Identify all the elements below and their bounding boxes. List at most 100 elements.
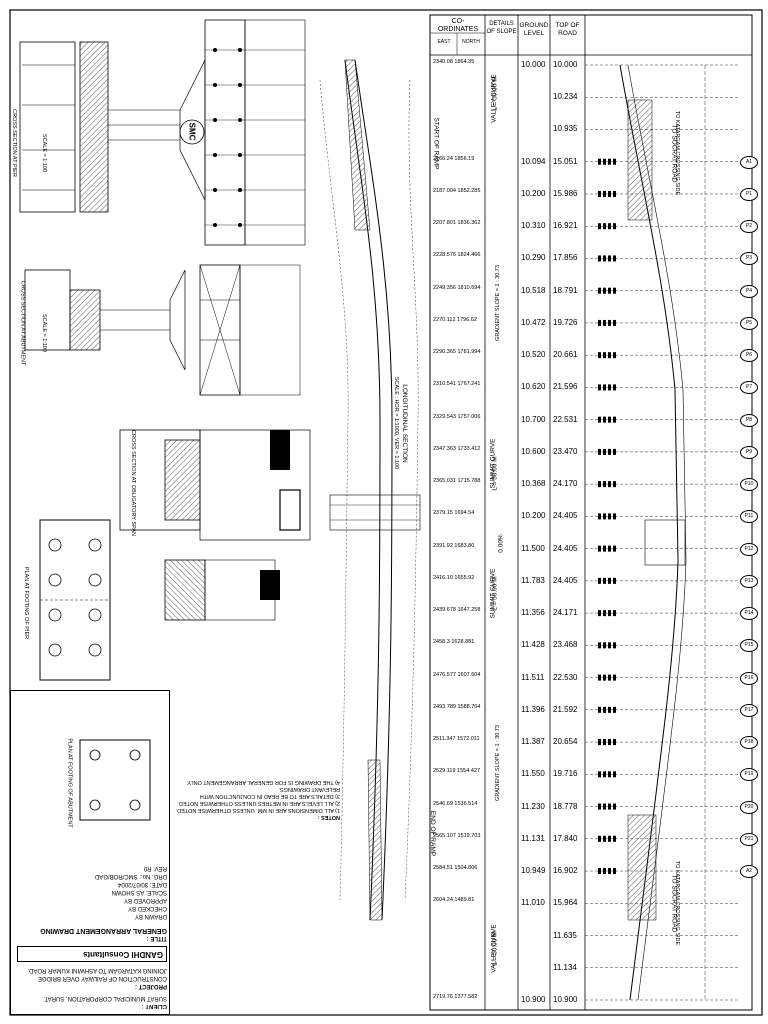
notes-block: NOTES : 1) ALL DIMENSIONS ARE IN MM. UNL…	[170, 690, 340, 820]
pile-symbol	[613, 545, 616, 552]
detail-plan-footing-pier: PLAN AT FOOTING OF PIER	[23, 566, 30, 640]
coordinate-cell: 2458.3 1628.881	[433, 639, 475, 646]
note-1: 1) ALL DIMENSIONS ARE IN MM. UNLESS OTHE…	[175, 807, 340, 813]
pile-symbol	[598, 223, 601, 230]
profile-note-bottom-2: TO KATARGAM CROSSING SIDE	[674, 860, 681, 946]
pile-symbol	[598, 513, 601, 520]
pier-marker: A1	[740, 155, 758, 169]
pile-symbol	[613, 577, 616, 584]
pile-symbol	[603, 610, 606, 617]
pile-symbol	[598, 577, 601, 584]
coordinate-cell: 2329.543 1757.006	[433, 413, 481, 420]
note-3: 3) DETAILS ARE TO BE READ IN CONJUNCTION…	[199, 786, 340, 799]
pier-marker: P10	[740, 478, 758, 492]
pile-symbol	[608, 610, 611, 617]
pile-symbol	[613, 319, 616, 326]
pile-symbol	[603, 448, 606, 455]
ground-level-cell: 11.783	[521, 575, 545, 585]
pile-symbol	[598, 674, 601, 681]
ground-level-cell: 10.094	[521, 156, 546, 166]
coordinate-cell: 2391.92 1683.80	[433, 542, 475, 549]
client-label: CLIENT :	[141, 1003, 167, 1009]
pier-marker: P13	[740, 574, 758, 588]
pile-symbol	[613, 803, 616, 810]
pile-symbol	[613, 835, 616, 842]
pile-symbol	[608, 158, 611, 165]
pier-marker: P14	[740, 607, 758, 621]
pile-symbol	[603, 319, 606, 326]
pier-marker: P2	[740, 220, 758, 234]
ground-level-cell: 11.396	[521, 704, 545, 714]
ground-level-cell: 10.000	[521, 60, 546, 69]
pile-symbol	[613, 739, 616, 746]
date-label: DATE	[151, 881, 167, 887]
pile-symbol	[603, 255, 606, 262]
road-level-cell: 18.778	[553, 801, 578, 811]
ground-level-cell: 11.500	[521, 543, 545, 553]
ground-level-cell: 10.200	[521, 511, 546, 521]
slope-length-4: L = 50.00 M	[491, 931, 499, 966]
pile-symbol	[598, 706, 601, 713]
header-coordinates: CO-ORDINATES	[437, 18, 479, 33]
road-level-cell: 15.964	[553, 898, 578, 908]
pier-marker: P1	[740, 187, 758, 201]
header-top-of-road: TOP OF ROAD	[555, 22, 580, 37]
road-level-cell: 10.900	[553, 995, 578, 1004]
pile-symbol	[613, 771, 616, 778]
pier-marker: P5	[740, 316, 758, 330]
ground-level-cell: 11.428	[521, 640, 545, 650]
pile-symbol	[598, 803, 601, 810]
pile-symbol	[608, 739, 611, 746]
pier-marker: P20	[740, 800, 758, 814]
title-block: CLIENT : SURAT MUNICIPAL CORPORATION, SU…	[10, 690, 170, 1015]
pile-symbol	[613, 158, 616, 165]
slope-length-1: L = 50.00 M	[491, 76, 499, 111]
pile-symbol	[603, 835, 606, 842]
pier-marker: P12	[740, 542, 758, 556]
pile-symbol	[598, 352, 601, 359]
road-level-cell: 20.661	[553, 350, 578, 360]
pile-symbol	[613, 352, 616, 359]
pier-marker: P16	[740, 671, 758, 685]
road-level-cell: 24.170	[553, 479, 578, 489]
approved-label: APPROVED BY	[123, 897, 167, 903]
pile-symbol	[613, 610, 616, 617]
drawn-label: DRAWN BY	[134, 913, 167, 919]
elevation-profile	[619, 64, 706, 1001]
pile-symbol	[598, 835, 601, 842]
pile-symbol	[608, 223, 611, 230]
note-4: 4) THE DRAWING IS FOR GENERAL ARRANGEMEN…	[186, 779, 340, 785]
slope-flat: 0.00%	[497, 534, 505, 553]
pile-symbol	[608, 545, 611, 552]
coordinate-cell: 2187.004 1852.285	[433, 187, 481, 194]
pile-symbol	[608, 481, 611, 488]
pile-symbol	[613, 706, 616, 713]
drawing-number: SMC/ROB/GAD	[94, 873, 138, 879]
pile-symbol	[613, 513, 616, 520]
pile-symbol	[598, 255, 601, 262]
coordinate-cell: 2249.356 1810.694	[433, 284, 481, 291]
coordinate-cell: 2511.347 1572.011	[433, 736, 480, 743]
slope-length-2: L = 50.00 M	[491, 456, 499, 491]
road-level-cell: 19.726	[553, 317, 578, 327]
coordinate-cell: 2439.678 1647.258	[433, 607, 481, 614]
project-name: CONSTRUCTION OF RAILWAY OVER BRIDGE JOIN…	[27, 967, 167, 981]
coordinate-cell: 2270.112 1796.62	[433, 316, 477, 323]
ground-level-cell: 11.010	[521, 898, 545, 908]
coordinate-cell: 2604.24 1489.81	[433, 897, 475, 904]
road-level-cell: 18.791	[553, 285, 578, 295]
coordinate-cell: 2416.10 1655.92	[433, 574, 475, 581]
pile-symbol	[603, 190, 606, 197]
ground-level-cell: 10.472	[521, 317, 546, 327]
pile-symbol	[603, 223, 606, 230]
ground-level-cell: 10.290	[521, 253, 546, 263]
pile-symbol	[603, 513, 606, 520]
profile-rows	[585, 64, 740, 1001]
note-2: 2) ALL LEVELS ARE IN METRES UNLESS OTHER…	[177, 800, 340, 806]
date-value: 30/07/2004	[118, 881, 149, 887]
road-level-cell: 17.856	[553, 253, 578, 263]
ground-level-cell: 11.387	[521, 737, 545, 747]
pile-symbol	[608, 319, 611, 326]
road-level-cell: 21.592	[553, 704, 578, 714]
